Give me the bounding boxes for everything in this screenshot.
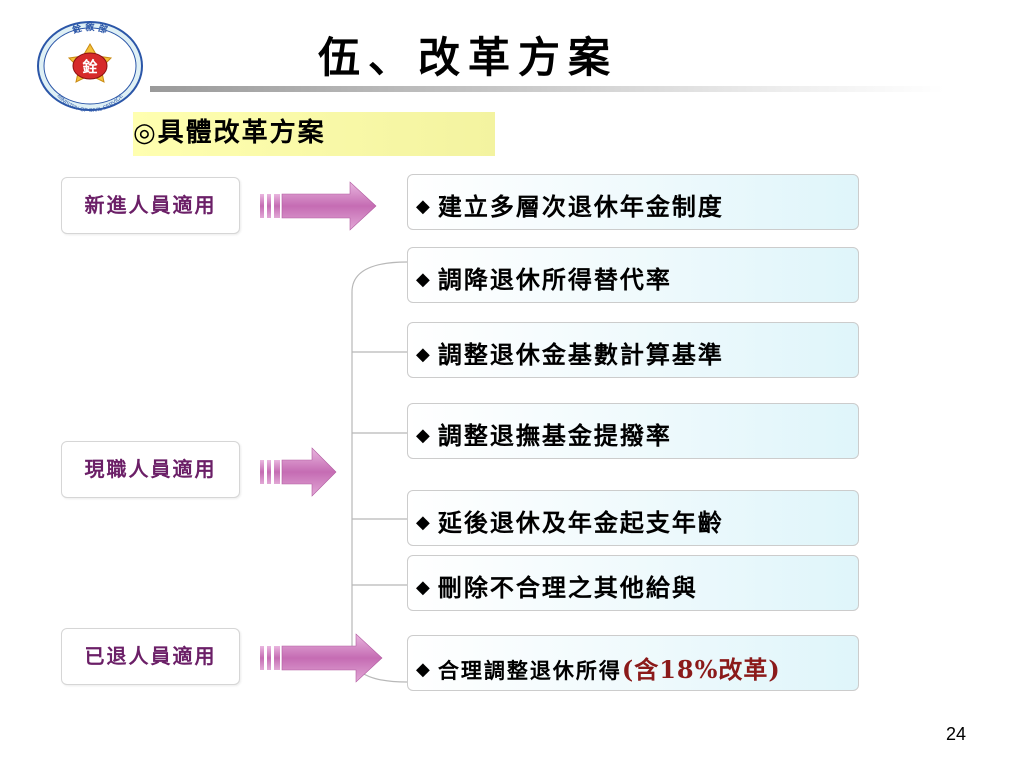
group-new-staff: 新進人員適用 (61, 177, 240, 234)
group-label: 新進人員適用 (84, 193, 217, 217)
diamond-bullet-icon: ◆ (416, 344, 432, 365)
arrow-new-staff-icon (260, 181, 377, 231)
arrow-current-staff-icon (260, 447, 337, 497)
reform-item-4: ◆調整退撫基金提撥率 (407, 403, 859, 459)
logo-center-text: 銓 (82, 58, 97, 76)
reform-item-highlight: (含18%改革) (621, 655, 781, 684)
diamond-bullet-icon: ◆ (416, 659, 432, 680)
group-label: 現職人員適用 (84, 457, 217, 481)
reform-item-6: ◆刪除不合理之其他給與 (407, 555, 859, 611)
page-number: 24 (946, 724, 967, 744)
diamond-bullet-icon: ◆ (416, 512, 432, 533)
reform-item-5: ◆延後退休及年金起支年齡 (407, 490, 859, 546)
reform-item-text: 刪除不合理之其他給與 (437, 573, 698, 602)
reform-item-text: 延後退休及年金起支年齡 (437, 508, 724, 537)
reform-item-text: 合理調整退休所得 (437, 658, 622, 683)
reform-item-7: ◆合理調整退休所得(含18%改革) (407, 635, 859, 691)
reform-item-1: ◆建立多層次退休年金制度 (407, 174, 859, 230)
page-title: 伍、改革方案 (318, 33, 619, 82)
diamond-bullet-icon: ◆ (416, 425, 432, 446)
group-retired-staff: 已退人員適用 (61, 628, 240, 685)
diamond-bullet-icon: ◆ (416, 196, 432, 217)
diamond-bullet-icon: ◆ (416, 577, 432, 598)
diamond-bullet-icon: ◆ (416, 269, 432, 290)
reform-item-text: 調整退撫基金提撥率 (437, 421, 672, 450)
title-underline (150, 86, 945, 92)
group-label: 已退人員適用 (84, 644, 217, 668)
ministry-logo: 銓 敘 部 MINISTRY OF CIVIL SERVICE 銓 (34, 18, 146, 114)
reform-item-text: 建立多層次退休年金制度 (437, 192, 724, 221)
group-current-staff: 現職人員適用 (61, 441, 240, 498)
reform-item-text: 調降退休所得替代率 (437, 265, 672, 294)
section-subtitle: ◎具體改革方案 (133, 112, 495, 156)
reform-item-3: ◆調整退休金基數計算基準 (407, 322, 859, 378)
reform-item-2: ◆調降退休所得替代率 (407, 247, 859, 303)
reform-item-text: 調整退休金基數計算基準 (437, 340, 724, 369)
arrow-retired-staff-icon (260, 633, 383, 683)
